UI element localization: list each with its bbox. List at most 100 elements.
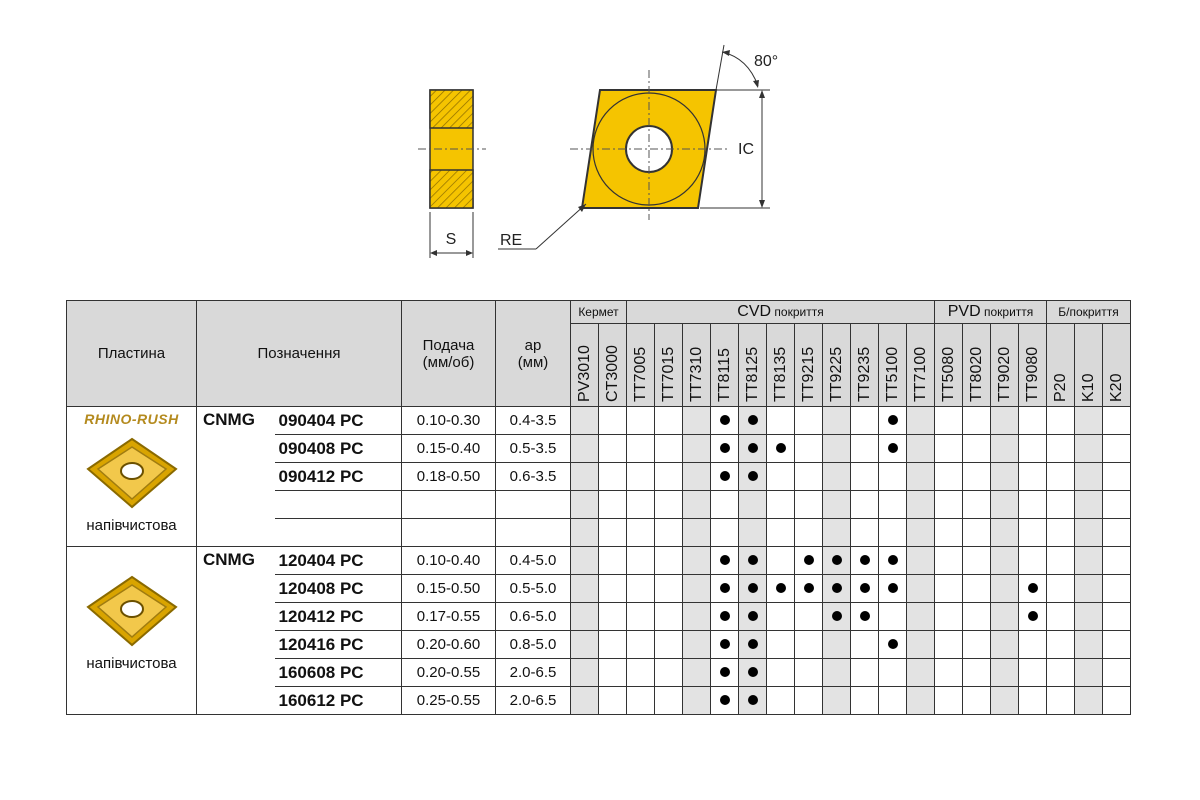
- availability-dot: [747, 611, 758, 621]
- grade-cell: [962, 462, 991, 491]
- grade-cell: [906, 518, 935, 547]
- availability-dot: [719, 415, 730, 425]
- grade-cell: [1018, 406, 1047, 435]
- grade-cell: [990, 434, 1019, 463]
- grade-header-tt7005: TT7005: [626, 323, 655, 407]
- ap-value: 0.5-5.0: [495, 574, 571, 603]
- designation-code: 090412 PC: [274, 462, 402, 491]
- grade-cell: [598, 574, 627, 603]
- grade-cell: [906, 406, 935, 435]
- grade-cell: [990, 658, 1019, 687]
- grade-cell: [934, 602, 963, 631]
- grade-header-tt9215: TT9215: [794, 323, 823, 407]
- availability-dot: [747, 639, 758, 649]
- grade-header-p20: P20: [1046, 323, 1075, 407]
- availability-dot: [775, 443, 786, 453]
- grade-cell: [654, 518, 683, 547]
- availability-dot: [747, 583, 758, 593]
- grade-cell: [1018, 630, 1047, 659]
- grade-cell: [1074, 518, 1103, 547]
- grade-cell: [934, 574, 963, 603]
- grade-cell: [990, 686, 1019, 715]
- grade-cell: [962, 574, 991, 603]
- grade-cell: [654, 434, 683, 463]
- grade-cell: [1046, 490, 1075, 519]
- grade-cell: [850, 406, 879, 435]
- grade-cell: [962, 546, 991, 575]
- availability-dot: [803, 583, 814, 593]
- grade-cell: [710, 434, 739, 463]
- feed-value: 0.17-0.55: [401, 602, 496, 631]
- grade-cell: [850, 602, 879, 631]
- grade-cell: [906, 574, 935, 603]
- header-pvd: PVD покриття: [934, 300, 1047, 324]
- ap-value: 0.6-5.0: [495, 602, 571, 631]
- grade-cell: [710, 658, 739, 687]
- grade-cell: [962, 490, 991, 519]
- grade-cell: [570, 630, 599, 659]
- grade-cell: [1102, 490, 1131, 519]
- availability-dot: [887, 555, 898, 565]
- grade-cell: [1102, 630, 1131, 659]
- insert-image: [85, 575, 178, 647]
- grade-cell: [1046, 658, 1075, 687]
- grade-cell: [766, 546, 795, 575]
- grade-header-tt9235: TT9235: [850, 323, 879, 407]
- grade-cell: [682, 546, 711, 575]
- grade-cell: [1074, 434, 1103, 463]
- designation-code: 160608 PC: [274, 658, 402, 687]
- grade-cell: [570, 686, 599, 715]
- grade-cell: [822, 574, 851, 603]
- grade-cell: [654, 546, 683, 575]
- grade-cell: [822, 546, 851, 575]
- availability-dot: [887, 415, 898, 425]
- grade-cell: [682, 686, 711, 715]
- grade-cell: [990, 546, 1019, 575]
- grade-cell: [738, 406, 767, 435]
- availability-dot: [719, 611, 730, 621]
- availability-dot: [747, 695, 758, 705]
- grade-header-k20: K20: [1102, 323, 1131, 407]
- grade-cell: [598, 630, 627, 659]
- grade-cell: [794, 574, 823, 603]
- grade-cell: [682, 658, 711, 687]
- grade-cell: [766, 574, 795, 603]
- grade-cell: [682, 574, 711, 603]
- grade-cell: [850, 518, 879, 547]
- availability-dot: [887, 583, 898, 593]
- ap-value: 0.8-5.0: [495, 630, 571, 659]
- grade-cell: [794, 658, 823, 687]
- grade-cell: [794, 630, 823, 659]
- grade-cell: [1102, 546, 1131, 575]
- grade-cell: [794, 518, 823, 547]
- grade-cell: [598, 602, 627, 631]
- grade-cell: [962, 406, 991, 435]
- feed-value: 0.10-0.40: [401, 546, 496, 575]
- grade-header-tt7015: TT7015: [654, 323, 683, 407]
- grade-header-tt8020: TT8020: [962, 323, 991, 407]
- table-row: [67, 490, 1131, 519]
- grade-cell: [1074, 686, 1103, 715]
- grade-cell: [598, 546, 627, 575]
- ap-value: [495, 490, 571, 519]
- grade-cell: [934, 434, 963, 463]
- header-cvd: CVD покриття: [626, 300, 935, 324]
- grade-cell: [738, 602, 767, 631]
- availability-dot: [719, 667, 730, 677]
- grade-cell: [710, 462, 739, 491]
- grade-cell: [794, 462, 823, 491]
- grade-cell: [1046, 546, 1075, 575]
- grade-cell: [850, 658, 879, 687]
- thickness-label: S: [446, 231, 457, 248]
- grade-cell: [1074, 406, 1103, 435]
- grade-cell: [1018, 434, 1047, 463]
- grade-header-tt8125: TT8125: [738, 323, 767, 407]
- grade-cell: [1046, 574, 1075, 603]
- designation-code: [274, 490, 402, 519]
- grade-cell: [1018, 462, 1047, 491]
- designation-code: 120416 PC: [274, 630, 402, 659]
